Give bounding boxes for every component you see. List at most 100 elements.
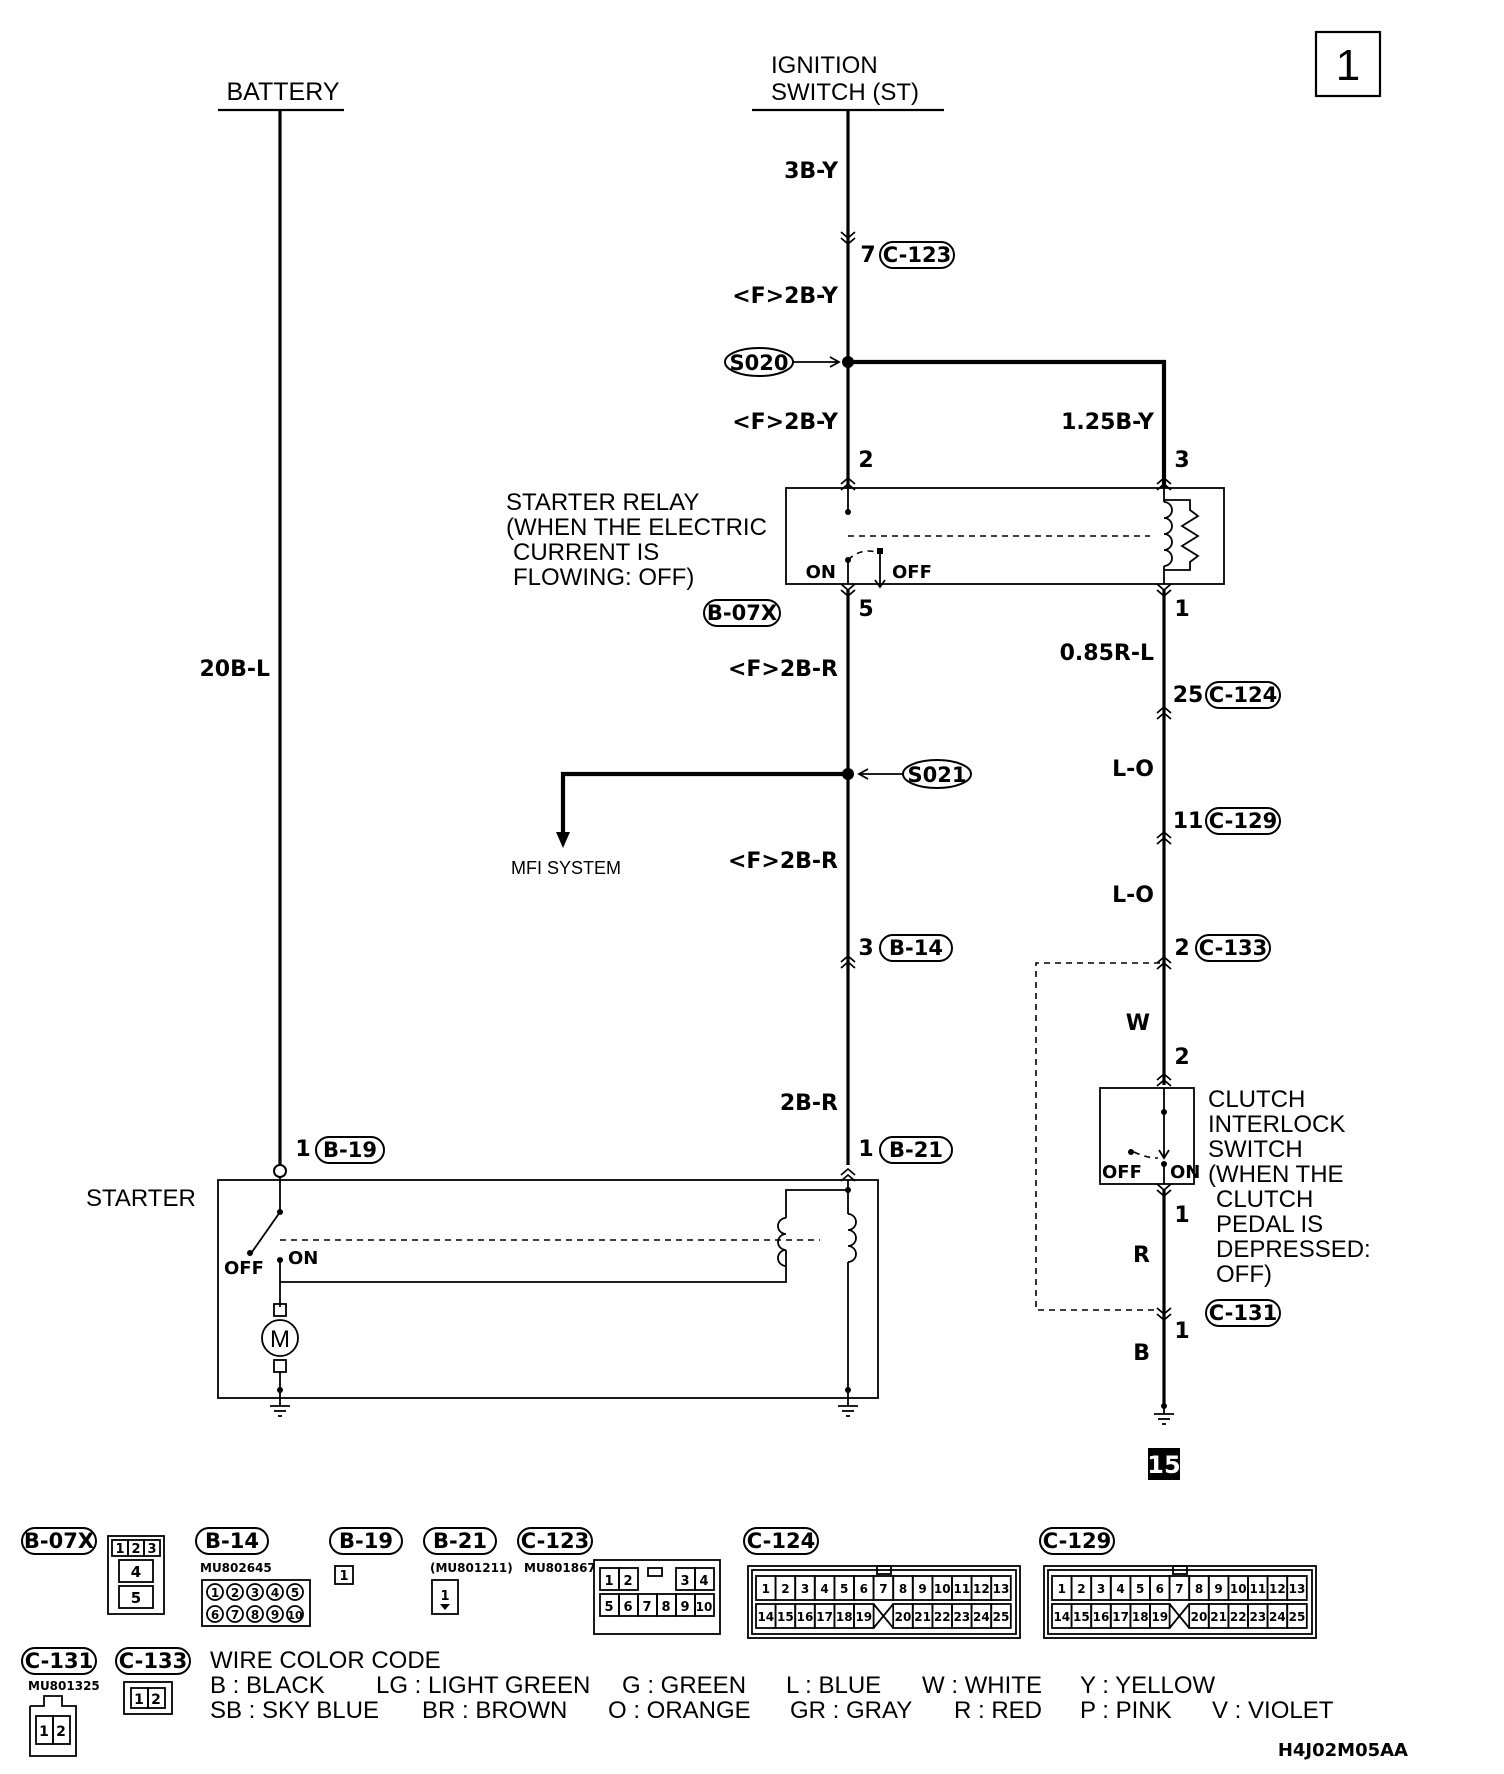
connector-tag-c131: C-131	[1205, 1299, 1281, 1327]
svg-text:7: 7	[642, 1600, 651, 1615]
svg-text:8: 8	[251, 1608, 259, 1622]
connector-pin: 23	[1249, 1610, 1266, 1624]
svg-text:B: B	[1133, 1341, 1150, 1366]
battery-label: BATTERY	[227, 78, 340, 106]
connector-pin: 5	[1136, 1582, 1144, 1596]
svg-text:B : BLACK: B : BLACK	[210, 1672, 325, 1699]
svg-text:G : GREEN: G : GREEN	[622, 1672, 746, 1699]
connector-tag-b07x: B-07X	[703, 599, 781, 627]
svg-text:0.85R-L: 0.85R-L	[1060, 641, 1154, 666]
svg-text:7: 7	[860, 243, 875, 268]
svg-text:<F>2B-Y: <F>2B-Y	[732, 284, 839, 309]
connector-pin: 22	[934, 1610, 951, 1624]
svg-text:1: 1	[295, 1137, 310, 1162]
svg-text:ON: ON	[288, 1248, 318, 1269]
svg-text:10: 10	[696, 1600, 713, 1614]
wire-label-battery: 20B-L	[199, 657, 270, 682]
svg-text:STARTER: STARTER	[86, 1185, 196, 1212]
svg-text:MU802645: MU802645	[200, 1561, 272, 1575]
svg-text:W: W	[1126, 1011, 1150, 1036]
svg-text:PEDAL IS: PEDAL IS	[1216, 1211, 1323, 1238]
svg-text:2: 2	[131, 1542, 140, 1557]
connector-pin: 10	[1230, 1582, 1247, 1596]
svg-text:C-124: C-124	[747, 1529, 815, 1553]
svg-text:9: 9	[680, 1600, 689, 1615]
page-number-box: 1	[1314, 30, 1382, 98]
svg-text:3B-Y: 3B-Y	[784, 159, 839, 184]
svg-text:4: 4	[131, 1563, 141, 1581]
connector-pin: 13	[1289, 1582, 1306, 1596]
connector-pin: 11	[953, 1582, 970, 1596]
svg-text:8: 8	[661, 1600, 670, 1615]
svg-text:O : ORANGE: O : ORANGE	[608, 1697, 751, 1724]
ignition-label-1: IGNITION	[771, 52, 878, 79]
connector-pin: 14	[757, 1610, 774, 1624]
connector-pin: 3	[1097, 1582, 1105, 1596]
svg-text:3: 3	[251, 1586, 259, 1600]
svg-text:25: 25	[1173, 683, 1204, 708]
svg-text:3: 3	[1174, 448, 1189, 473]
connector-tag-c133: C-133	[1195, 934, 1271, 962]
battery-branch: BATTERY 20B-L 1 B-19	[199, 78, 385, 1178]
svg-text:6: 6	[623, 1600, 632, 1615]
svg-text:CLUTCH: CLUTCH	[1216, 1186, 1313, 1213]
connector-pin: 4	[1116, 1582, 1124, 1596]
connector-tag-c129: C-129	[1205, 807, 1281, 835]
svg-text:(WHEN THE: (WHEN THE	[1208, 1161, 1344, 1188]
svg-text:2: 2	[1174, 936, 1189, 961]
connector-tag-b19: B-19	[315, 1136, 385, 1164]
connector-tag-b21: B-21	[879, 1136, 953, 1164]
svg-text:ON: ON	[806, 562, 836, 583]
svg-text:4: 4	[271, 1586, 279, 1600]
svg-text:1: 1	[858, 1137, 873, 1162]
svg-text:M: M	[270, 1326, 290, 1353]
svg-text:B-21: B-21	[433, 1529, 487, 1553]
svg-text:L-O: L-O	[1112, 883, 1154, 908]
svg-text:1: 1	[211, 1586, 219, 1600]
connector-pin: 25	[1289, 1610, 1306, 1624]
svg-text:2: 2	[56, 1724, 66, 1740]
connector-tag-c124: C-124	[1205, 681, 1281, 709]
svg-text:5: 5	[858, 597, 873, 622]
svg-text:L : BLUE: L : BLUE	[786, 1672, 881, 1699]
connector-pin: 2	[1077, 1582, 1085, 1596]
ignition-branch: IGNITION SWITCH (ST) 3B-Y 7 C-123 <F>2B-…	[724, 52, 1167, 488]
connector-pin: 16	[1093, 1610, 1110, 1624]
splice-s020: S020	[724, 347, 794, 377]
connector-pin: 15	[1073, 1610, 1090, 1624]
page-number: 1	[1336, 41, 1360, 90]
svg-text:<F>2B-R: <F>2B-R	[728, 657, 838, 682]
ground-ref-badge: 15	[1147, 1451, 1180, 1479]
connector-tag-b14: B-14	[879, 934, 953, 962]
connector-pin: 20	[895, 1610, 912, 1624]
connector-pin: 7	[1175, 1582, 1183, 1596]
svg-text:3: 3	[147, 1542, 156, 1557]
svg-text:11: 11	[1173, 809, 1204, 834]
svg-text:10: 10	[287, 1609, 303, 1622]
svg-text:BR : BROWN: BR : BROWN	[422, 1697, 567, 1724]
svg-text:5: 5	[131, 1589, 141, 1607]
svg-text:9: 9	[271, 1608, 279, 1622]
svg-text:INTERLOCK: INTERLOCK	[1208, 1111, 1345, 1138]
svg-text:B-07X: B-07X	[24, 1529, 94, 1553]
svg-text:P : PINK: P : PINK	[1080, 1697, 1172, 1724]
connector-pin: 21	[914, 1610, 931, 1624]
svg-text:1: 1	[134, 1692, 144, 1708]
connector-pin: 19	[855, 1610, 872, 1624]
wire-color-code: WIRE COLOR CODE B : BLACK LG : LIGHT GRE…	[210, 1647, 1334, 1724]
svg-text:2: 2	[231, 1586, 239, 1600]
svg-text:C-129: C-129	[1043, 1529, 1111, 1553]
svg-text:B-21: B-21	[889, 1138, 943, 1162]
connector-pin: 11	[1249, 1582, 1266, 1596]
connector-pin: 17	[816, 1610, 833, 1624]
connector-pin: 22	[1230, 1610, 1247, 1624]
svg-text:STARTER RELAY: STARTER RELAY	[506, 489, 699, 516]
svg-text:C-123: C-123	[883, 243, 951, 267]
connector-pin: 14	[1053, 1610, 1070, 1624]
connector-pin: 1	[762, 1582, 770, 1596]
splice-s021: S021	[902, 759, 972, 789]
svg-text:1: 1	[1174, 597, 1189, 622]
svg-text:ON: ON	[1170, 1162, 1200, 1183]
svg-text:2: 2	[623, 1574, 632, 1589]
